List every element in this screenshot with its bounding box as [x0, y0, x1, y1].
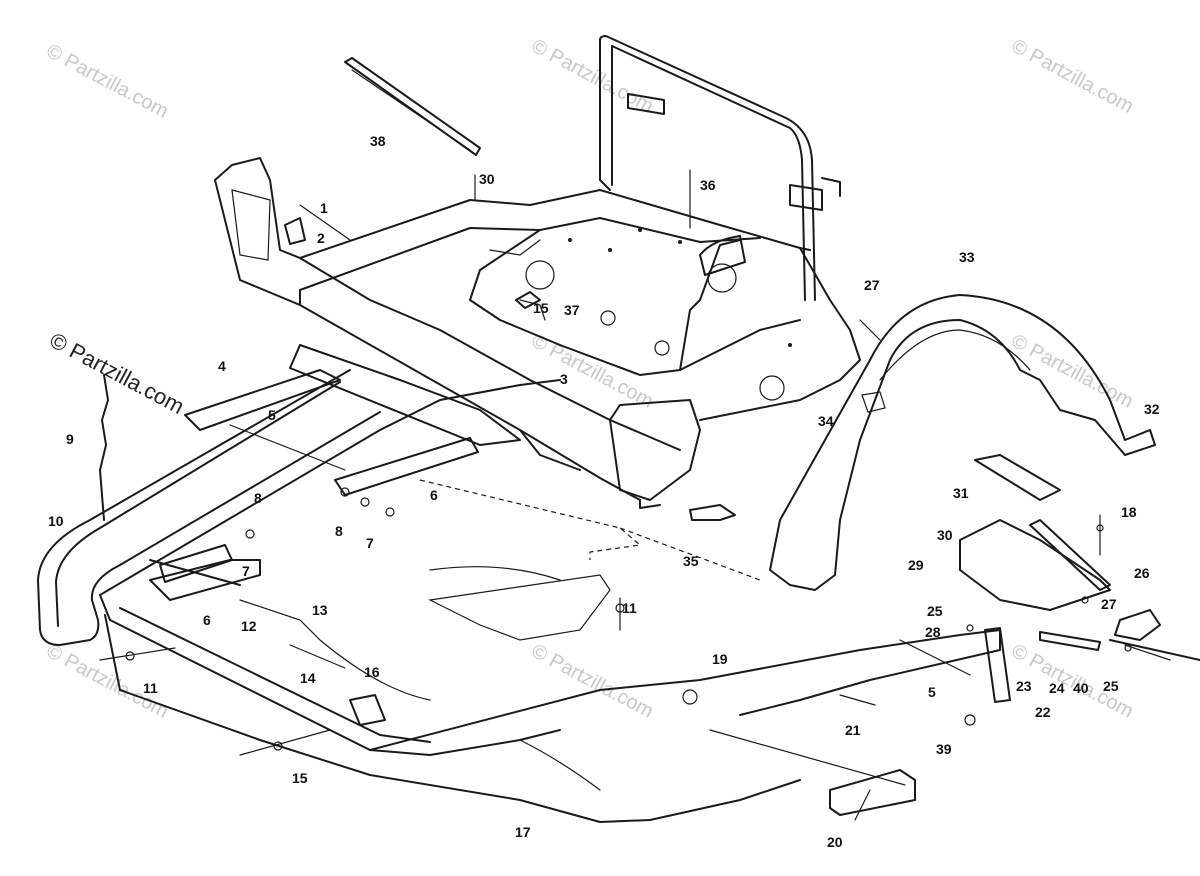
callout-3: 3 [560, 371, 568, 387]
callout-33: 33 [959, 249, 975, 265]
callout-15: 15 [533, 300, 549, 316]
watermark: © Partzilla.com [1008, 330, 1137, 413]
callout-25: 25 [1103, 678, 1119, 694]
callout-13: 13 [312, 602, 328, 618]
callout-34: 34 [818, 413, 834, 429]
callout-30: 30 [479, 171, 495, 187]
watermark: © Partzilla.com [1008, 35, 1137, 118]
roll-bar [599, 35, 841, 301]
callout-35: 35 [683, 553, 699, 569]
callout-11: 11 [622, 600, 637, 616]
callout-32: 32 [1144, 401, 1160, 417]
callout-6: 6 [430, 487, 438, 503]
callout-16: 16 [364, 664, 380, 680]
watermark: © Partzilla.com [528, 35, 657, 118]
callout-29: 29 [908, 557, 924, 573]
callout-38: 38 [370, 133, 386, 149]
hardware-leaders [99, 169, 1200, 821]
callout-7: 7 [366, 535, 374, 551]
callout-28: 28 [925, 624, 941, 640]
callout-11: 11 [143, 680, 158, 696]
callout-5: 5 [928, 684, 936, 700]
callout-18: 18 [1121, 504, 1137, 520]
callout-23: 23 [1016, 678, 1032, 694]
callout-8: 8 [254, 490, 262, 506]
callout-31: 31 [953, 485, 969, 501]
callout-30: 30 [937, 527, 953, 543]
callout-1: 1 [320, 200, 328, 216]
callout-5: 5 [268, 407, 276, 423]
side-rails [159, 369, 479, 726]
callout-17: 17 [515, 824, 531, 840]
rear-brackets [959, 454, 1161, 703]
watermark: © Partzilla.com [43, 40, 172, 123]
callout-37: 37 [564, 302, 580, 318]
callout-14: 14 [300, 670, 316, 686]
callout-numbers: 1234556677889101111121314151516171819202… [48, 133, 1160, 850]
main-frame [214, 157, 861, 509]
watermark: © Partzilla.com [528, 330, 657, 413]
callout-10: 10 [48, 513, 64, 529]
seat-support [344, 57, 481, 156]
callout-21: 21 [845, 722, 861, 738]
callout-27: 27 [864, 277, 880, 293]
callout-25: 25 [927, 603, 943, 619]
callout-40: 40 [1073, 680, 1089, 696]
callout-9: 9 [66, 431, 74, 447]
callout-4: 4 [218, 358, 226, 374]
callout-19: 19 [712, 651, 728, 667]
callout-6: 6 [203, 612, 211, 628]
bumper-loop [37, 369, 381, 646]
fender [769, 294, 1156, 591]
watermark: © Partzilla.com [528, 640, 657, 723]
callout-26: 26 [1134, 565, 1150, 581]
callout-20: 20 [827, 834, 843, 850]
rail-20 [709, 729, 916, 816]
callout-8: 8 [335, 523, 343, 539]
callout-12: 12 [241, 618, 257, 634]
callout-24: 24 [1049, 680, 1065, 696]
watermark-dark: © Partzilla.com [46, 327, 189, 419]
callout-36: 36 [700, 177, 716, 193]
callout-39: 39 [936, 741, 952, 757]
callout-22: 22 [1035, 704, 1051, 720]
callout-7: 7 [242, 563, 250, 579]
belly-pan [99, 379, 1001, 823]
dash-grommet [284, 204, 351, 245]
callout-2: 2 [317, 230, 325, 246]
callout-27: 27 [1101, 596, 1117, 612]
callout-15: 15 [292, 770, 308, 786]
